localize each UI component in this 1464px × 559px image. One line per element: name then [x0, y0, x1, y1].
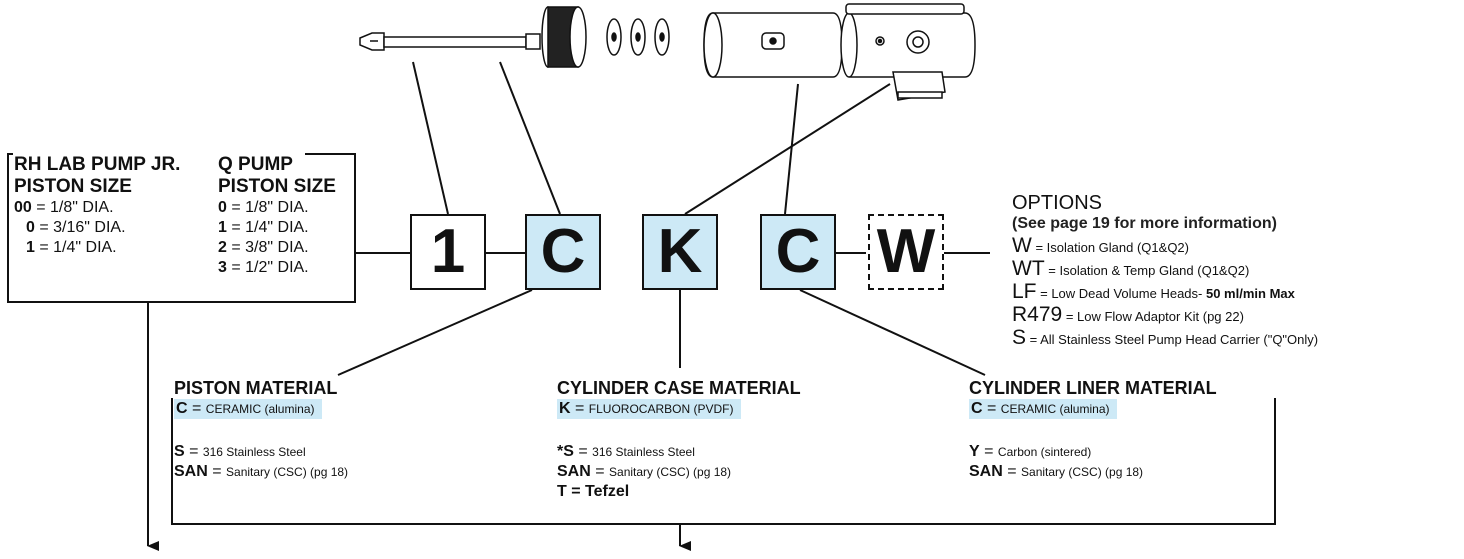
gland-nut-illustration — [541, 6, 670, 68]
liner-material-title: CYLINDER LINER MATERIAL — [969, 378, 1217, 398]
liner-material-selected: C = CERAMIC (alumina) — [969, 399, 1118, 419]
cylinder-case-illustration — [703, 12, 843, 78]
case-material-block: CYLINDER CASE MATERIAL K = FLUOROCARBON … — [557, 378, 801, 502]
code-box-option: W — [868, 214, 944, 290]
q-size-row: 2 = 3/8" DIA. — [218, 239, 309, 256]
case-material-option: *S = 316 Stainless Steel — [557, 443, 695, 460]
left-bracket — [7, 153, 356, 303]
option-item: WT = Isolation & Temp Gland (Q1&Q2) — [1012, 257, 1250, 280]
liner-material-option: SAN = Sanitary (CSC) (pg 18) — [969, 463, 1144, 480]
code-box-liner-material: C — [760, 214, 836, 290]
code-box-case-material: K — [642, 214, 718, 290]
case-material-option: SAN = Sanitary (CSC) (pg 18) — [557, 463, 732, 480]
q-piston-size-title: PISTON SIZE — [218, 176, 336, 197]
q-size-row: 3 = 1/2" DIA. — [218, 259, 309, 276]
piston-material-block: PISTON MATERIAL C = CERAMIC (alumina) S … — [174, 378, 348, 482]
options-block: OPTIONS (See page 19 for more informatio… — [1012, 192, 1318, 348]
option-item: R479 = Low Flow Adaptor Kit (pg 22) — [1012, 303, 1244, 326]
option-item: W = Isolation Gland (Q1&Q2) — [1012, 234, 1189, 257]
rh-lab-pump-title: RH LAB PUMP JR. — [14, 154, 181, 175]
code-box-piston-size: 1 — [410, 214, 486, 290]
piston-material-title: PISTON MATERIAL — [174, 378, 338, 398]
piston-material-option: SAN = Sanitary (CSC) (pg 18) — [174, 463, 349, 480]
q-size-row: 1 = 1/4" DIA. — [218, 219, 309, 236]
pump-head-illustration — [840, 3, 976, 101]
rh-lab-piston-size-title: PISTON SIZE — [14, 176, 132, 197]
piston-material-option: S = 316 Stainless Steel — [174, 443, 306, 460]
case-material-option: T = Tefzel — [557, 483, 630, 500]
q-pump-col: Q PUMP PISTON SIZE 0 = 1/8" DIA. 1 = 1/4… — [218, 154, 336, 278]
case-material-selected: K = FLUOROCARBON (PVDF) — [557, 399, 742, 419]
materials-bracket — [171, 398, 1276, 525]
option-item: S = All Stainless Steel Pump Head Carrie… — [1012, 326, 1319, 349]
rh-lab-pump-col: RH LAB PUMP JR. PISTON SIZE 00 = 1/8" DI… — [14, 154, 180, 258]
piston-illustration — [359, 32, 541, 51]
q-pump-title: Q PUMP — [218, 154, 293, 175]
liner-material-block: CYLINDER LINER MATERIAL C = CERAMIC (alu… — [969, 378, 1217, 482]
options-title: OPTIONS — [1012, 192, 1103, 214]
option-item: LF = Low Dead Volume Heads- 50 ml/min Ma… — [1012, 280, 1295, 303]
q-size-row: 0 = 1/8" DIA. — [218, 199, 309, 216]
piston-material-selected: C = CERAMIC (alumina) — [174, 399, 323, 419]
options-subtitle: (See page 19 for more information) — [1012, 215, 1277, 232]
case-material-title: CYLINDER CASE MATERIAL — [557, 378, 801, 398]
rh-size-row: 0 = 3/16" DIA. — [26, 219, 126, 236]
rh-size-row: 00 = 1/8" DIA. — [14, 199, 114, 216]
rh-size-row: 1 = 1/4" DIA. — [26, 239, 117, 256]
code-box-piston-material: C — [525, 214, 601, 290]
liner-material-option: Y = Carbon (sintered) — [969, 443, 1092, 460]
